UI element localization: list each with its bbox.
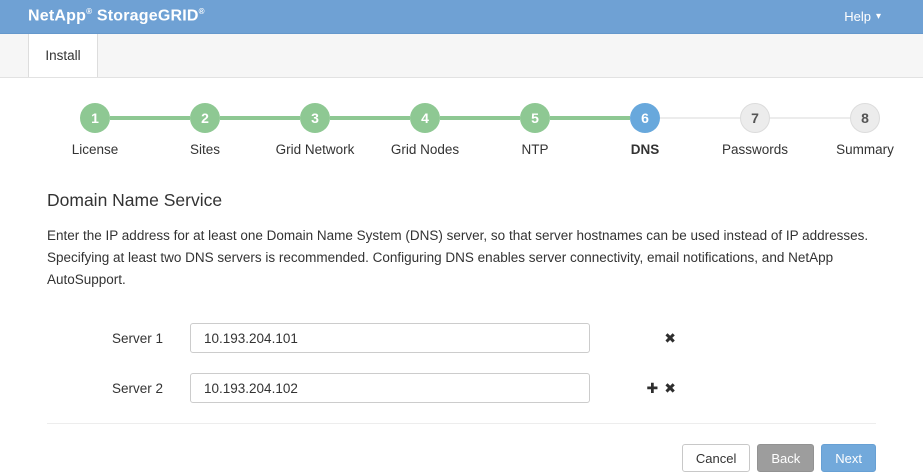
step-passwords[interactable]: 7 Passwords	[660, 103, 810, 157]
step-grid-network[interactable]: 3 Grid Network	[220, 103, 370, 157]
main-content: Domain Name Service Enter the IP address…	[0, 190, 923, 403]
server-2-input[interactable]	[190, 373, 590, 403]
tab-install[interactable]: Install	[28, 34, 98, 77]
step-summary[interactable]: 8 Summary	[770, 103, 920, 157]
step-number: 7	[740, 103, 770, 133]
step-label: DNS	[630, 142, 660, 157]
row-actions: ✚ ✖	[618, 381, 676, 395]
row-actions: ✖	[618, 331, 676, 345]
cancel-button[interactable]: Cancel	[681, 444, 751, 472]
step-sites[interactable]: 2 Sites	[110, 103, 260, 157]
registered-mark: ®	[198, 7, 205, 17]
step-label: Grid Network	[275, 142, 355, 157]
step-dns[interactable]: 6 DNS	[550, 103, 700, 157]
step-number: 6	[630, 103, 660, 133]
step-label: Sites	[189, 142, 220, 157]
help-label: Help	[844, 9, 871, 24]
step-label: Grid Nodes	[390, 142, 460, 157]
step-label: NTP	[521, 142, 549, 157]
step-number: 5	[520, 103, 550, 133]
dns-form: Server 1 ✖ Server 2 ✚ ✖	[47, 323, 883, 403]
chevron-down-icon: ▾	[875, 11, 881, 22]
wizard-stepper: 1 License 2 Sites 3 Grid Network 4 Grid …	[40, 103, 920, 157]
page-title: Domain Name Service	[47, 190, 223, 210]
tab-bar: Install	[0, 34, 923, 78]
footer-divider	[47, 423, 876, 424]
brand-logo: NetApp® StorageGRID®	[28, 7, 205, 25]
tab-install-label: Install	[45, 48, 81, 63]
brand-storagegrid: StorageGRID	[96, 7, 199, 25]
step-number: 3	[300, 103, 330, 133]
dns-server-row-2: Server 2 ✚ ✖	[47, 373, 883, 403]
step-grid-nodes[interactable]: 4 Grid Nodes	[330, 103, 480, 157]
server-1-input[interactable]	[190, 323, 590, 353]
step-license[interactable]: 1 License	[40, 103, 150, 157]
app-header: NetApp® StorageGRID® Help ▾	[0, 0, 923, 34]
step-label: Summary	[836, 142, 894, 157]
page-description: Enter the IP address for at least one Do…	[47, 228, 869, 287]
step-ntp[interactable]: 5 NTP	[440, 103, 590, 157]
step-number: 8	[850, 103, 880, 133]
next-button[interactable]: Next	[821, 444, 876, 472]
step-label: License	[71, 142, 119, 157]
dns-server-row-1: Server 1 ✖	[47, 323, 883, 353]
back-button[interactable]: Back	[757, 444, 815, 472]
wizard-footer: Cancel Back Next	[0, 424, 923, 472]
step-number: 1	[80, 103, 110, 133]
add-server-icon[interactable]: ✚	[646, 380, 659, 396]
step-label: Passwords	[721, 142, 789, 157]
remove-server-icon[interactable]: ✖	[664, 380, 676, 396]
server-1-label: Server 1	[112, 330, 164, 346]
remove-server-icon[interactable]: ✖	[664, 330, 676, 346]
registered-mark: ®	[86, 7, 93, 17]
step-number: 4	[410, 103, 440, 133]
server-2-label: Server 2	[112, 380, 164, 396]
brand-netapp: NetApp	[28, 7, 87, 25]
help-menu[interactable]: Help ▾	[844, 9, 881, 24]
step-number: 2	[190, 103, 220, 133]
